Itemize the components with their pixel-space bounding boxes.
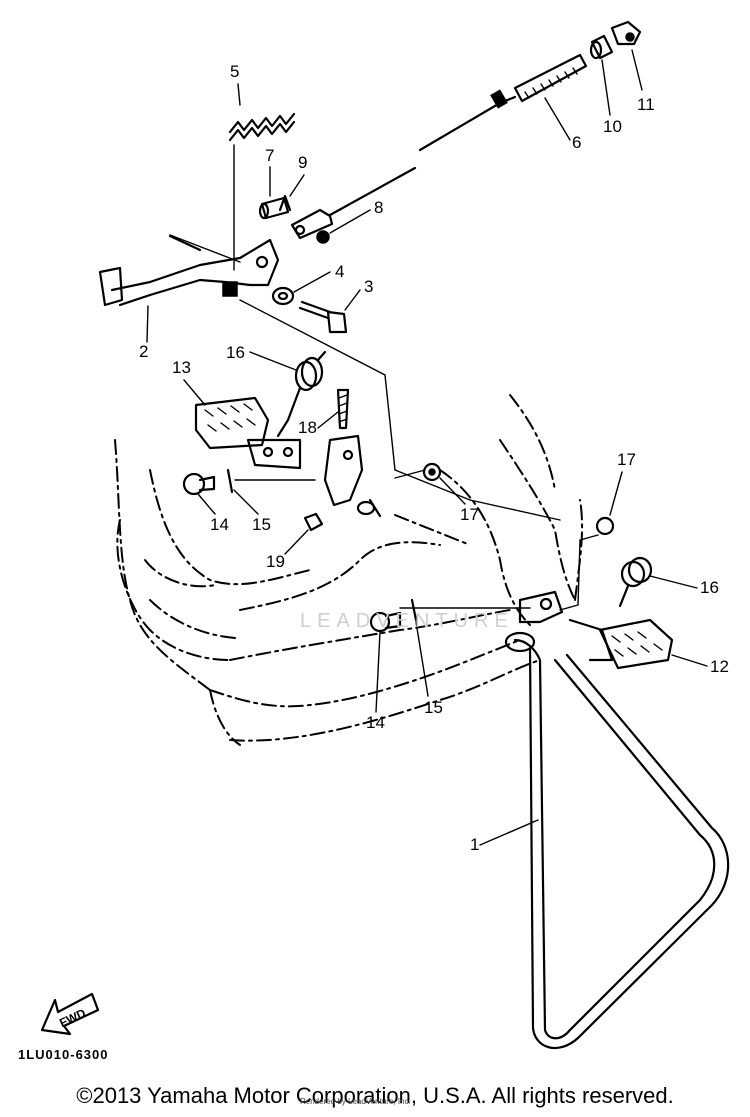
- callout-14-right: 14: [366, 713, 385, 732]
- brake-rod-6: [328, 53, 588, 217]
- callout-14-left: 14: [210, 515, 229, 534]
- callout-16-right: 16: [700, 578, 719, 597]
- footrest-bracket: [323, 434, 382, 518]
- callout-15-left: 15: [252, 515, 271, 534]
- callout-6: 6: [572, 133, 581, 152]
- callout-15-right: 15: [424, 698, 443, 717]
- washer-17-right: [595, 516, 615, 536]
- bolt-3: [298, 300, 348, 334]
- sidestand-1: [504, 590, 730, 1049]
- cotter-pin-9: [278, 194, 292, 212]
- adjusting-nut-10: [589, 34, 614, 60]
- cotter-15-right: [410, 598, 418, 622]
- rendered-by-notice: Rendered by LeadVenture, Inc.: [300, 1097, 411, 1106]
- callout-19: 19: [266, 552, 285, 571]
- callouts: 5 7 9 8 6 10 11 4 3 2 16 13 18 14 15 19 …: [139, 49, 729, 854]
- copyright-notice: ©2013 Yamaha Motor Corporation, U.S.A. A…: [76, 1083, 674, 1108]
- spring-16-left: [276, 350, 327, 438]
- footrest-12: [568, 618, 674, 670]
- wing-nut-11: [610, 20, 642, 46]
- diagram-code: 1LU010-6300: [18, 1047, 109, 1062]
- clevis-pin-7: [258, 196, 290, 220]
- callout-3: 3: [364, 277, 373, 296]
- pin-14-left: [182, 472, 216, 496]
- callout-5: 5: [230, 62, 239, 81]
- callout-12: 12: [710, 657, 729, 676]
- callout-2: 2: [139, 342, 148, 361]
- pin-14-right: [369, 611, 402, 633]
- callout-1: 1: [470, 835, 479, 854]
- nut-19: [303, 512, 324, 532]
- spring-16-right: [618, 556, 653, 608]
- callout-8: 8: [374, 198, 383, 217]
- watermark: LEADVENTURE: [300, 610, 514, 632]
- callout-16-left: 16: [226, 343, 245, 362]
- callout-17-right: 17: [617, 450, 636, 469]
- brake-pedal-2: [98, 234, 280, 307]
- washer-17-left: [422, 462, 442, 482]
- callout-9: 9: [298, 153, 307, 172]
- callout-7: 7: [265, 146, 274, 165]
- fwd-arrow-icon: FWD: [40, 992, 100, 1036]
- bolt-18: [336, 388, 350, 430]
- callout-11: 11: [637, 95, 655, 114]
- spring-5: [228, 112, 296, 142]
- callout-10: 10: [603, 117, 622, 136]
- cotter-15-left: [226, 468, 234, 494]
- leader-lines: [169, 144, 599, 611]
- footrest-13: [194, 396, 302, 470]
- callout-13: 13: [172, 358, 191, 377]
- frame-outline: [114, 394, 584, 746]
- callout-4: 4: [335, 262, 344, 281]
- callout-17-left: 17: [460, 505, 479, 524]
- nut-8: [316, 230, 330, 244]
- clevis: [290, 208, 334, 240]
- washer-4: [271, 286, 295, 306]
- callout-18: 18: [298, 418, 317, 437]
